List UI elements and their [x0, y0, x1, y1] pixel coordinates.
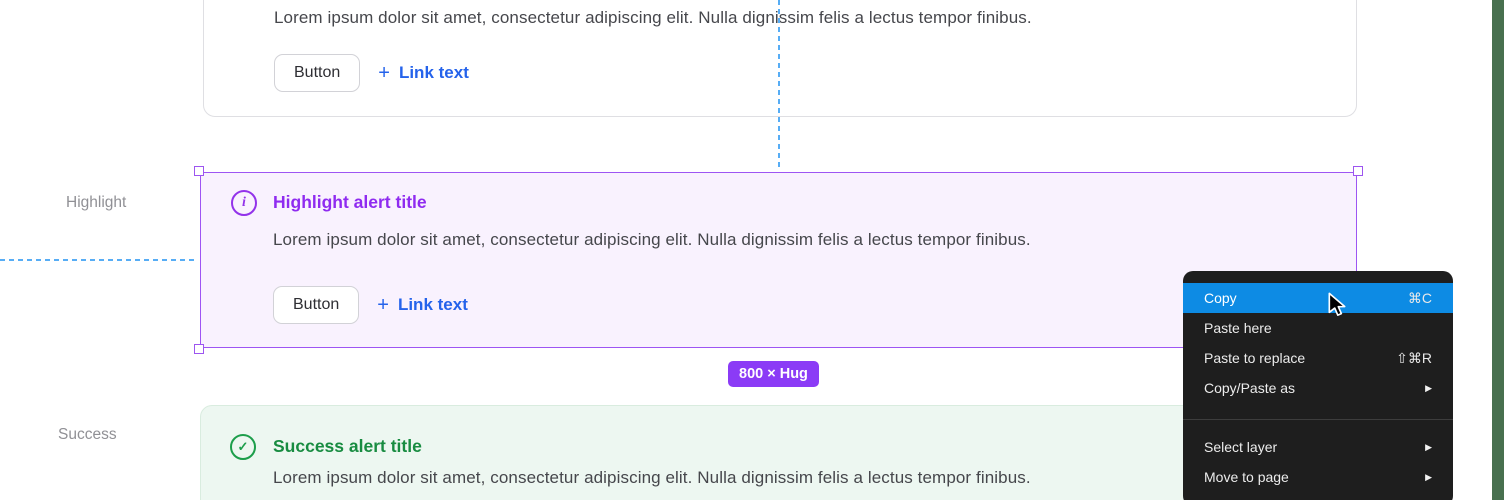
menu-item-label: Copy	[1204, 290, 1237, 306]
highlight-alert-link[interactable]: + Link text	[377, 295, 468, 315]
info-icon-glyph: i	[242, 195, 246, 210]
highlight-alert-card[interactable]: i Highlight alert title Lorem ipsum dolo…	[194, 166, 1363, 354]
neutral-alert-button[interactable]: Button	[274, 54, 361, 92]
plus-icon: +	[378, 62, 390, 84]
menu-item-label: Paste to replace	[1204, 350, 1306, 366]
menu-item-label: Move to page	[1204, 469, 1289, 485]
menu-item-label: Copy/Paste as	[1204, 380, 1296, 396]
menu-item-copy-paste-as[interactable]: Copy/Paste as ▶	[1183, 373, 1453, 403]
neutral-alert-card[interactable]: Lorem ipsum dolor sit amet, consectetur …	[203, 0, 1357, 117]
menu-item-move-to-page[interactable]: Move to page ▶	[1183, 462, 1453, 492]
submenu-arrow-icon: ▶	[1425, 441, 1432, 452]
neutral-alert-link[interactable]: + Link text	[378, 63, 469, 83]
selection-handle-top-right[interactable]	[1353, 166, 1363, 176]
menu-item-shortcut: ⌘C	[1407, 289, 1432, 306]
highlight-alert-button[interactable]: Button	[273, 286, 360, 324]
menu-item-shortcut: ⇧⌘R	[1396, 349, 1432, 366]
neutral-alert-body: Lorem ipsum dolor sit amet, consectetur …	[274, 8, 1032, 27]
submenu-arrow-icon: ▶	[1425, 382, 1432, 393]
menu-item-copy[interactable]: Copy ⌘C	[1183, 283, 1453, 313]
info-icon: i	[231, 190, 257, 216]
section-label-success: Success	[58, 426, 117, 443]
submenu-arrow-icon: ▶	[1425, 471, 1432, 482]
highlight-alert-actions: Button + Link text	[273, 286, 468, 324]
green-canvas-strip	[1492, 0, 1504, 500]
plus-icon: +	[377, 294, 389, 316]
menu-item-label: Select layer	[1204, 439, 1278, 455]
highlight-alert-body: Lorem ipsum dolor sit amet, consectetur …	[273, 230, 1031, 249]
menu-item-label: Paste here	[1204, 320, 1272, 336]
success-alert-body: Lorem ipsum dolor sit amet, consectetur …	[273, 468, 1031, 487]
vertical-alignment-guide	[778, 0, 780, 171]
selection-size-badge: 800 × Hug	[728, 361, 819, 387]
menu-separator	[1183, 419, 1453, 420]
highlight-alert-link-label: Link text	[397, 295, 468, 314]
highlight-alert-title: Highlight alert title	[273, 192, 427, 212]
neutral-alert-actions: Button + Link text	[274, 54, 469, 92]
success-alert-card[interactable]: ✓ Success alert title Lorem ipsum dolor …	[200, 405, 1357, 500]
menu-item-paste-here[interactable]: Paste here	[1183, 313, 1453, 343]
cursor-icon	[1328, 292, 1346, 316]
horizontal-alignment-guide	[0, 259, 197, 261]
menu-item-paste-to-replace[interactable]: Paste to replace ⇧⌘R	[1183, 343, 1453, 373]
neutral-alert-link-label: Link text	[398, 63, 469, 82]
menu-item-select-layer[interactable]: Select layer ▶	[1183, 432, 1453, 462]
context-menu: Copy ⌘C Paste here Paste to replace ⇧⌘R …	[1183, 271, 1453, 500]
success-alert-title: Success alert title	[273, 436, 422, 456]
selection-handle-top-left[interactable]	[194, 166, 204, 176]
selection-handle-bottom-left[interactable]	[194, 344, 204, 354]
section-label-highlight: Highlight	[66, 194, 127, 211]
check-circle-icon: ✓	[230, 434, 256, 460]
check-icon-glyph: ✓	[237, 439, 249, 454]
